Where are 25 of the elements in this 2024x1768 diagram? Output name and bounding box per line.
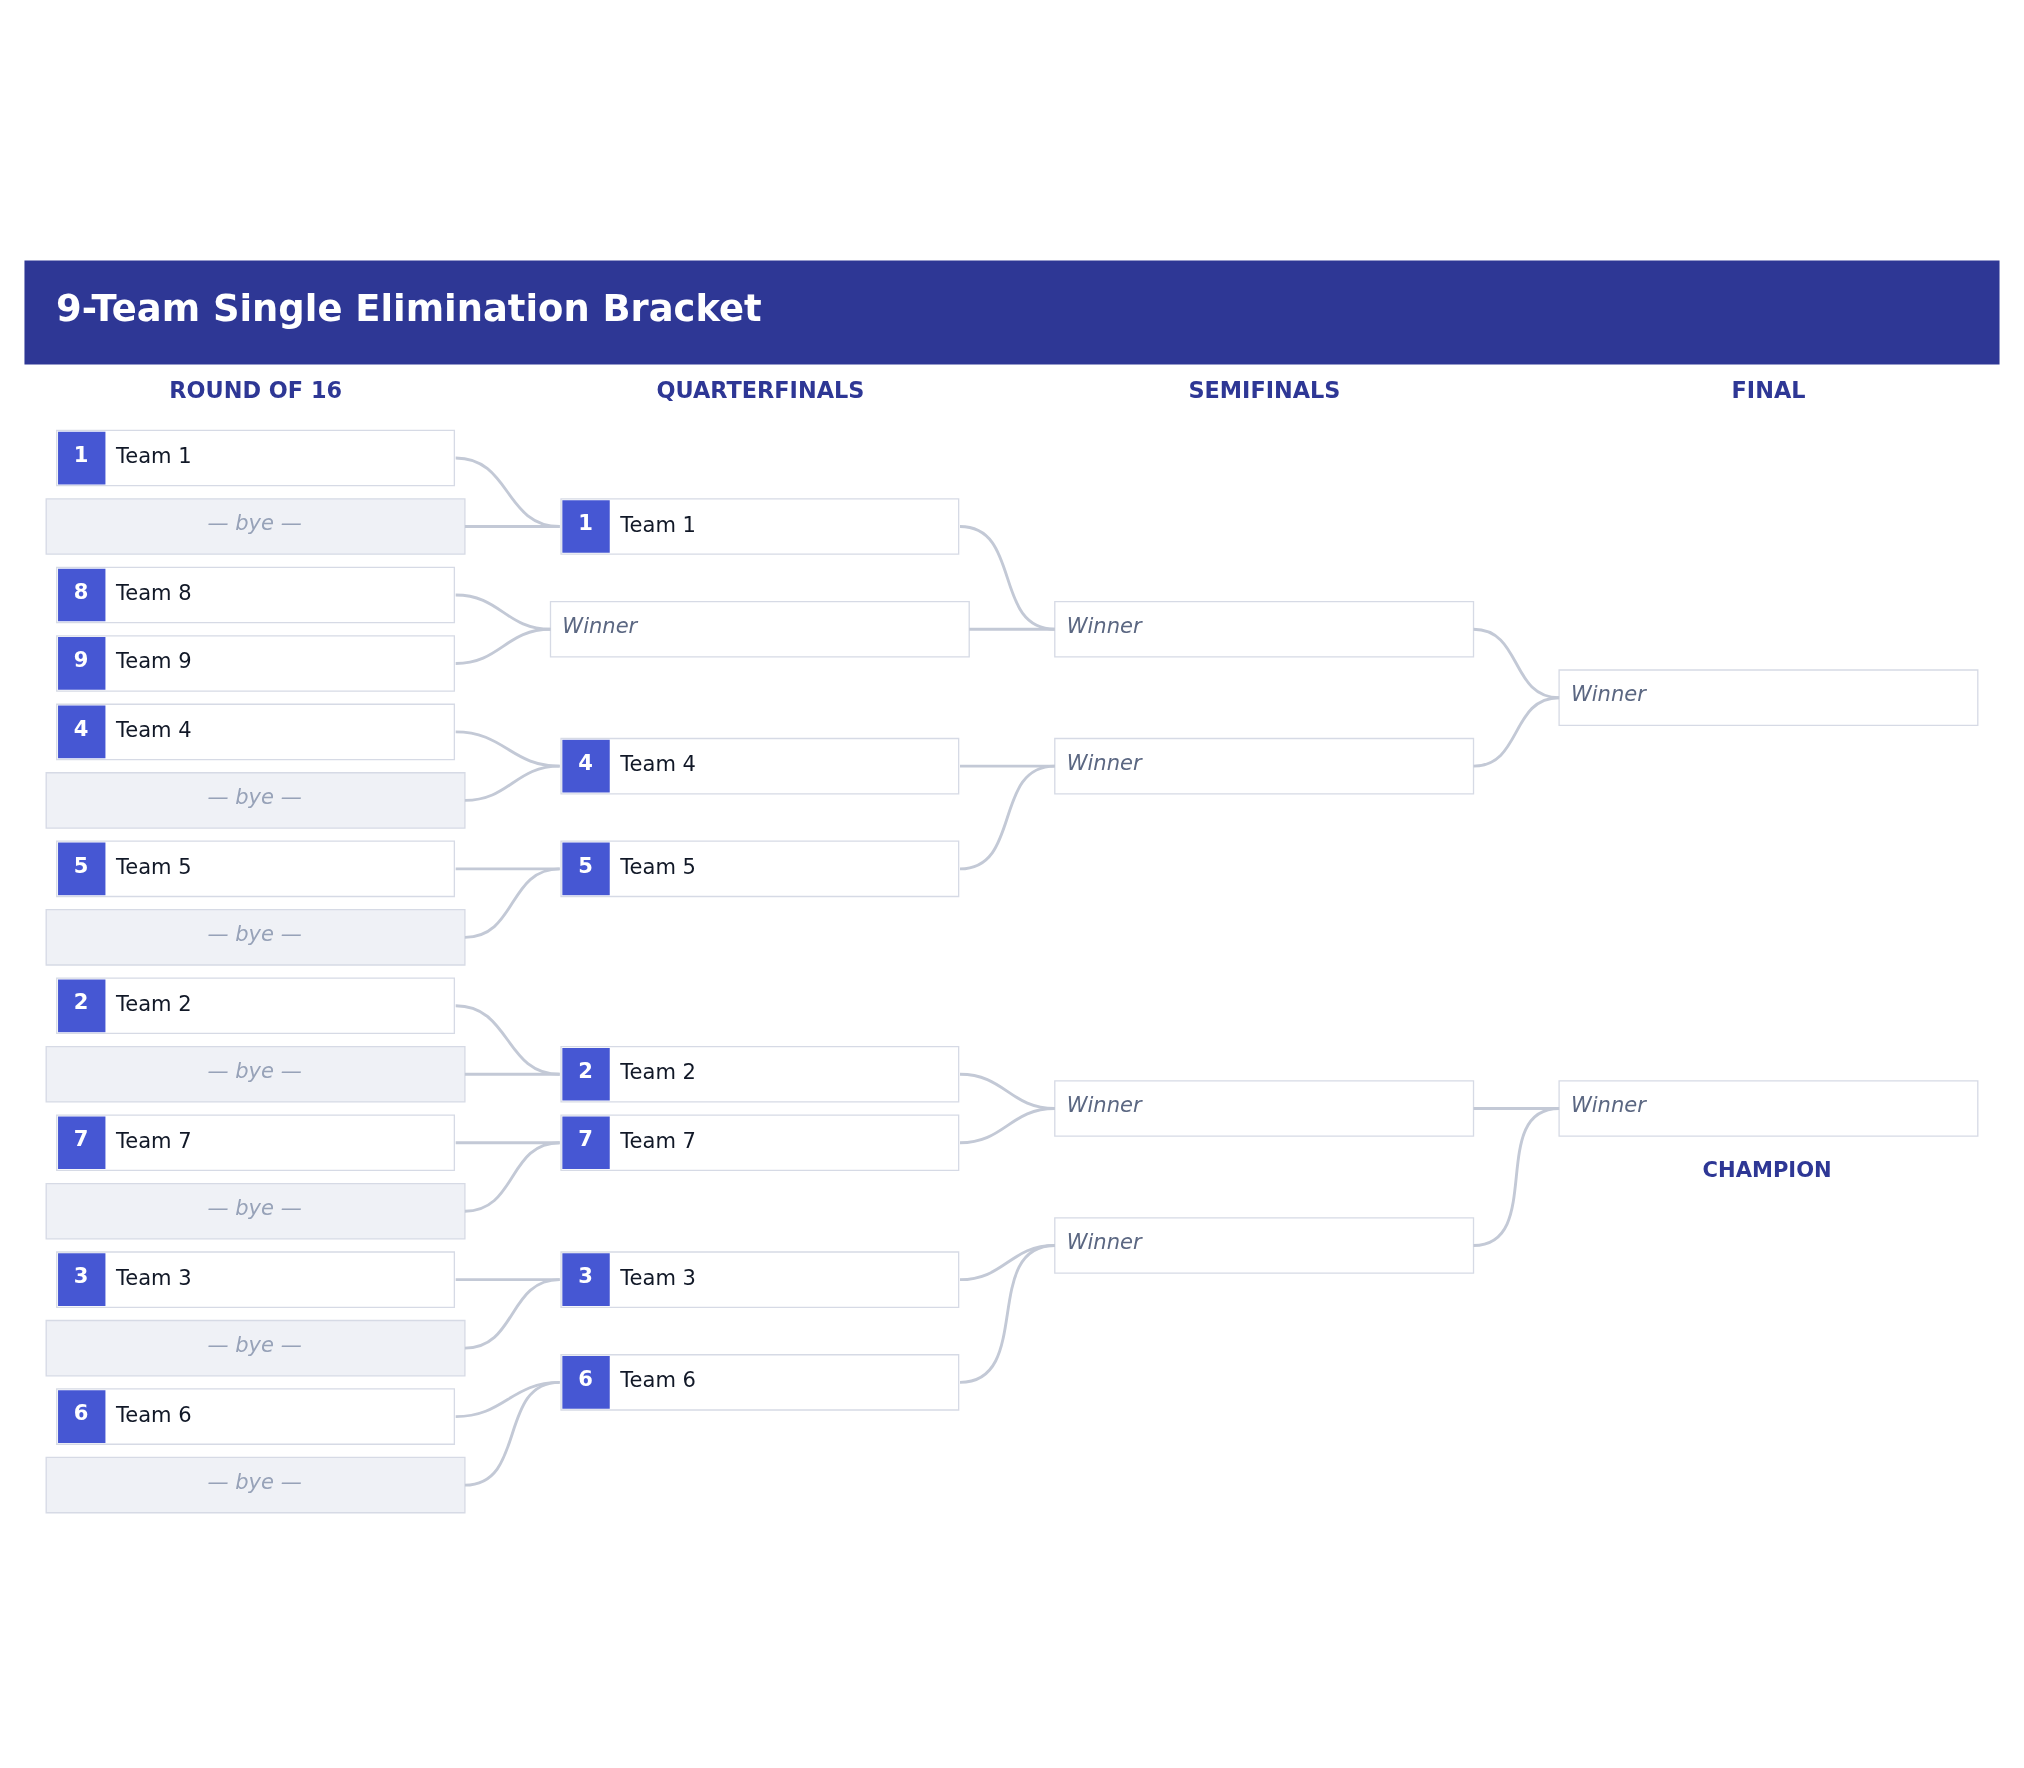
connector bbox=[455, 456, 560, 528]
label: CHAMPION bbox=[1702, 1156, 1832, 1182]
connector bbox=[464, 867, 560, 939]
connector bbox=[455, 867, 560, 871]
connector bbox=[464, 1380, 560, 1487]
connector bbox=[1473, 1107, 1560, 1247]
diagram-title: 9-Team Single Elimination Bracket bbox=[56, 286, 762, 330]
connector bbox=[464, 764, 560, 802]
connector bbox=[959, 764, 1055, 871]
connector bbox=[959, 1107, 1055, 1145]
connector bbox=[455, 1141, 560, 1145]
connector bbox=[464, 1072, 560, 1076]
connector bbox=[959, 525, 1055, 631]
label: FINAL bbox=[1731, 376, 1806, 403]
label: ROUND OF 16 bbox=[169, 376, 343, 403]
connector bbox=[959, 1244, 1056, 1384]
label: QUARTERFINALS bbox=[656, 376, 865, 403]
connector bbox=[464, 1141, 560, 1213]
connector bbox=[455, 1004, 560, 1076]
connector bbox=[1473, 696, 1560, 768]
connector bbox=[969, 627, 1055, 631]
connector bbox=[464, 525, 560, 528]
connector bbox=[455, 627, 551, 665]
connector bbox=[464, 1278, 560, 1350]
label: SEMIFINALS bbox=[1188, 376, 1341, 403]
